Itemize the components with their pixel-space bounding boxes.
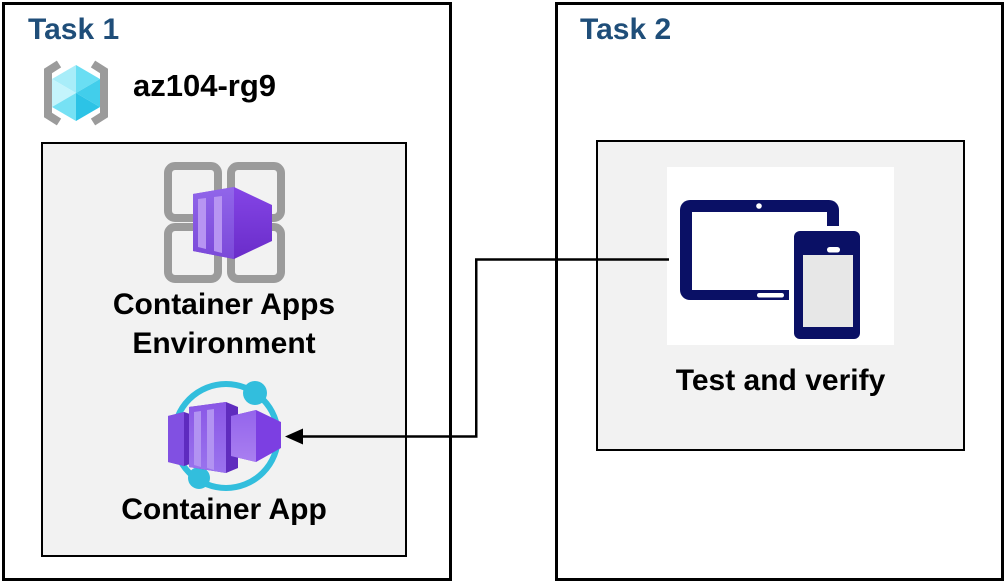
tablet-phone-icon bbox=[680, 200, 865, 343]
container-apps-environment-icon bbox=[164, 162, 285, 283]
task2-title: Task 2 bbox=[580, 13, 672, 46]
task1-box: Task 1 az104-rg9 bbox=[2, 2, 452, 581]
container-app-label: Container App bbox=[121, 493, 327, 526]
test-and-verify-label: Test and verify bbox=[675, 364, 886, 397]
task1-title: Task 1 bbox=[28, 13, 120, 46]
resource-group-icon bbox=[44, 60, 108, 126]
device-icon-background bbox=[667, 167, 894, 345]
environment-label: Container Apps Environment bbox=[43, 285, 405, 363]
resource-group-name: az104-rg9 bbox=[133, 68, 277, 103]
task2-box: Task 2 Test and verify bbox=[555, 2, 1004, 581]
environment-label-line1: Container Apps bbox=[112, 288, 336, 321]
task1-panel: Container Apps Environment bbox=[41, 142, 407, 557]
environment-label-line2: Environment bbox=[132, 327, 316, 360]
container-app-icon bbox=[168, 381, 281, 491]
task2-panel: Test and verify bbox=[596, 140, 965, 451]
